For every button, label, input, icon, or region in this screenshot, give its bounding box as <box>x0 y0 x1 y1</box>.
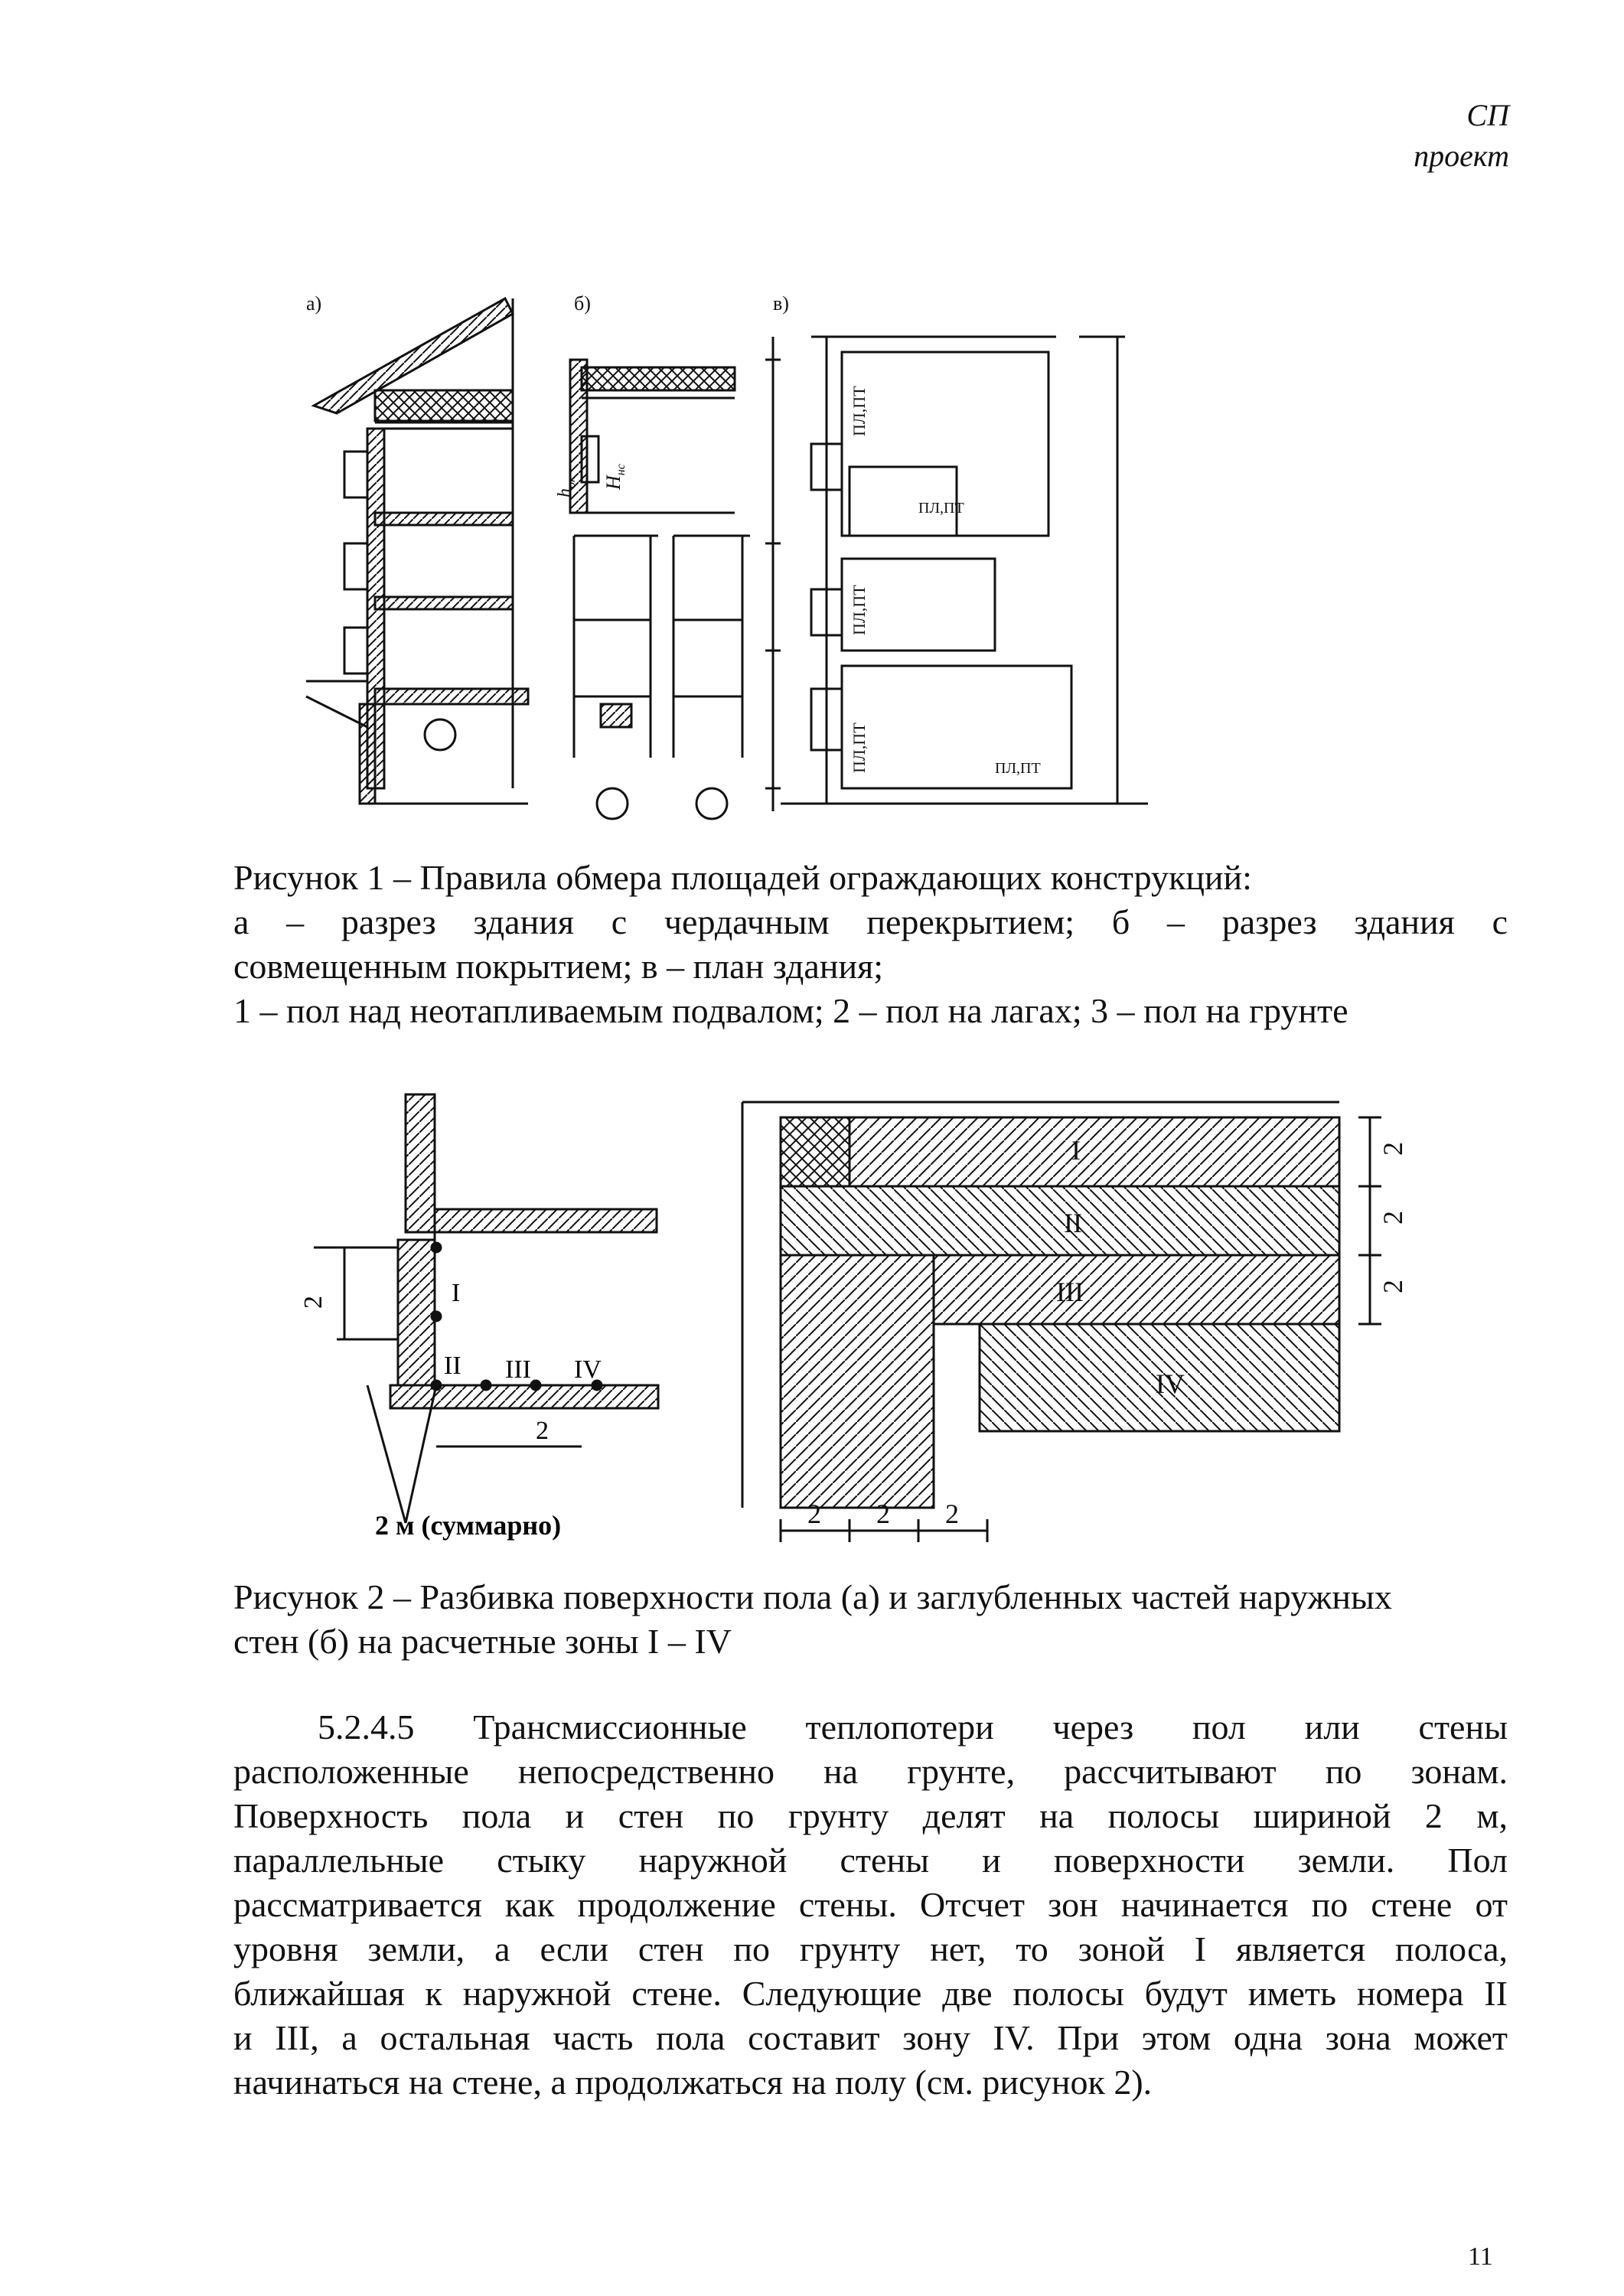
side-dim: 2 <box>1378 1142 1408 1156</box>
paragraph-line: рассматривается как продолжение стены. О… <box>233 1885 1508 1924</box>
dim-h-ok-b: hок <box>555 476 578 497</box>
area-label: ПЛ,ПТ <box>850 386 869 436</box>
area-label: ПЛ,ПТ <box>850 722 869 773</box>
figure-1-caption: Рисунок 1 – Правила обмера площадей огра… <box>233 856 1508 1033</box>
dim-H-ns-b: Hнс <box>602 464 628 491</box>
caption-line: Рисунок 1 – Правила обмера площадей огра… <box>233 858 1252 897</box>
paragraph-line: Поверхность пола и стен по грунту делят … <box>233 1796 1508 1835</box>
zone-label-III: III <box>505 1355 531 1384</box>
paragraph-line: и III, а остальная часть пола составит з… <box>233 2018 1508 2057</box>
bottom-dim: 2 <box>945 1499 959 1529</box>
caption-line: стен (б) на расчетные зоны I – IV <box>233 1622 732 1661</box>
document-code: СП <box>1466 98 1509 132</box>
paragraph-line: расположенные непосредственно на грунте,… <box>233 1752 1508 1791</box>
panel-label-a: а) <box>306 292 321 315</box>
bottom-dim: 2 <box>876 1499 890 1529</box>
paragraph-line: начинаться на стене, а продолжаться на п… <box>233 2063 1153 2102</box>
paragraph-line: параллельные стыку наружной стены и пове… <box>233 1841 1508 1880</box>
caption-line: Рисунок 2 – Разбивка поверхности пола (а… <box>233 1577 1392 1616</box>
area-label: ПЛ,ПТ <box>850 585 869 635</box>
zone-label-III: III <box>1056 1277 1084 1307</box>
body-paragraph: 5.2.4.5 Трансмиссионные теплопотери чере… <box>233 1705 1508 2105</box>
zone-label-II: II <box>1064 1208 1082 1238</box>
panel-label-v: в) <box>773 292 789 315</box>
caption-line: 1 – пол над неотапливаемым подвалом; 2 –… <box>233 991 1348 1030</box>
caption-line: а – разрез здания с чердачным перекрытие… <box>233 902 1508 941</box>
zone-label-I: I <box>1071 1135 1081 1166</box>
figure-1-drawing: а) б) h <box>305 292 1148 820</box>
paragraph-line: уровня земли, а если стен по грунту нет,… <box>233 1929 1508 1968</box>
zone-label-I: I <box>452 1279 460 1307</box>
panel-label-b: б) <box>574 292 591 315</box>
page-number: 11 <box>1468 2242 1493 2271</box>
document-status: проект <box>1414 139 1509 173</box>
side-dim: 2 <box>1378 1211 1408 1225</box>
zone-label-II: II <box>444 1352 461 1380</box>
dim-label: 2 <box>536 1417 549 1445</box>
figure-2b-drawing: I II III IV 2 2 2 2 2 2 <box>741 1101 1408 1542</box>
area-label: ПЛ,ПТ <box>995 760 1041 777</box>
side-dim: 2 <box>1378 1280 1408 1293</box>
zone-label-IV: IV <box>1156 1368 1185 1399</box>
zone-label-IV: IV <box>574 1355 602 1384</box>
dim-label: 2 <box>299 1296 328 1309</box>
caption-line: совмещенным покрытием; в – план здания; <box>233 947 884 986</box>
paragraph-line: 5.2.4.5 Трансмиссионные теплопотери чере… <box>318 1707 1508 1746</box>
figure-2a-drawing: 2 I II III IV 2 2 м (суммарно) <box>299 1093 660 1541</box>
figure-2-caption: Рисунок 2 – Разбивка поверхности пола (а… <box>233 1575 1508 1664</box>
area-label: ПЛ,ПТ <box>918 500 964 517</box>
paragraph-line: ближайшая к наружной стене. Следующие дв… <box>233 1974 1508 2013</box>
note-total: 2 м (суммарно) <box>375 1510 561 1541</box>
bottom-dim: 2 <box>807 1499 821 1529</box>
